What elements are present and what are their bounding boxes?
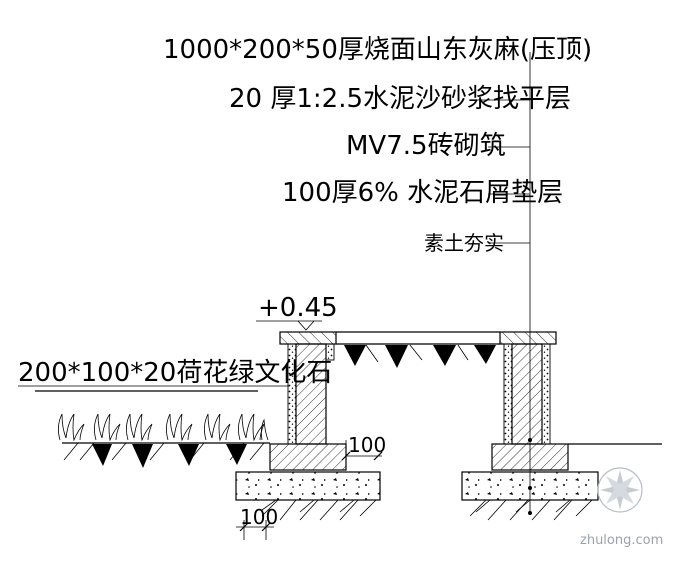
watermark-text: zhulong.com [580, 533, 663, 548]
grass [58, 413, 269, 442]
left-wall [235, 331, 381, 521]
watermark-logo [597, 467, 643, 513]
layer-label-1: 20 厚1:2.5水泥沙砂浆找平层 [229, 84, 571, 114]
layer-label-2: MV7.5砖砌筑 [346, 131, 506, 161]
layer-label-0: 1000*200*50厚烧面山东灰麻(压顶) [163, 35, 592, 65]
elevation-mark: +0.45 [256, 293, 338, 331]
dim-bottom-label: 100 [240, 505, 278, 529]
left-ground [35, 390, 270, 468]
planter-soil [336, 331, 500, 368]
dim-right-label: 100 [348, 433, 386, 457]
cap-tile-label: 200*100*20荷花绿文化石 [18, 358, 332, 388]
right-wall [461, 331, 662, 521]
dimension-right: 100 [341, 433, 386, 466]
layer-label-3: 100厚6% 水泥石屑垫层 [282, 178, 563, 208]
elevation-label: +0.45 [258, 293, 338, 323]
dimension-bottom: 100 [236, 505, 278, 540]
